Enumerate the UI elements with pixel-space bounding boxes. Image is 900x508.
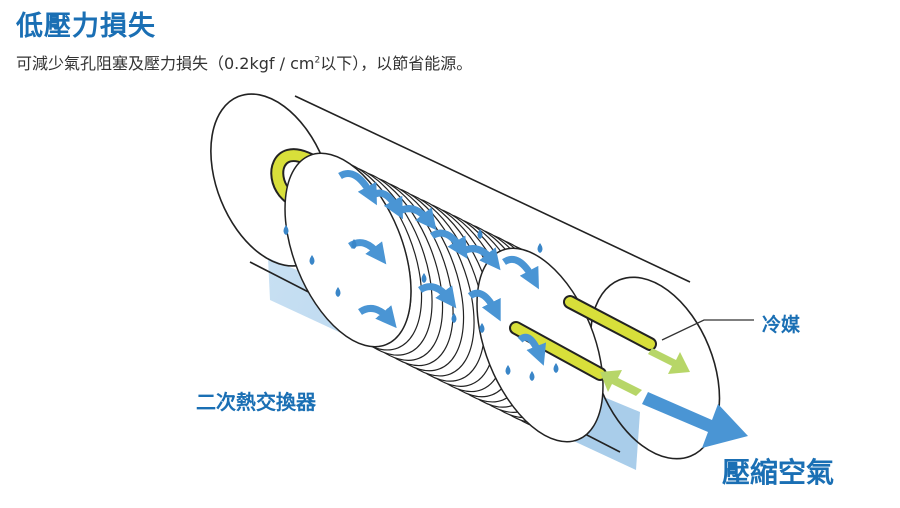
- water-droplet: [505, 365, 511, 375]
- water-droplet: [283, 225, 289, 235]
- air-swirl-arrow: [418, 283, 457, 309]
- page-title: 低壓力損失: [16, 11, 156, 42]
- water-droplet: [537, 243, 543, 253]
- heat-exchanger-label: 二次熱交換器: [196, 390, 317, 414]
- air-swirl-arrow: [358, 304, 397, 329]
- compressed-air-label: 壓縮空氣: [722, 456, 834, 489]
- water-droplet: [421, 273, 427, 283]
- refrigerant-leader-line: [661, 319, 754, 341]
- water-droplet: [479, 323, 485, 333]
- air-swirl-arrow: [369, 189, 404, 220]
- page-subtitle: 可減少氣孔阻塞及壓力損失（0.2kgf / cm2以下），以節省能源。: [16, 50, 472, 74]
- water-droplets: [283, 225, 559, 381]
- compressed-air-arrow: [642, 392, 748, 448]
- water-droplet: [335, 287, 341, 297]
- air-swirl-arrow: [430, 229, 468, 259]
- air-swirl-arrow: [460, 245, 501, 271]
- water-droplet: [553, 363, 559, 373]
- refrigerant-out-arrow: [600, 370, 642, 396]
- air-swirl-arrow: [502, 255, 539, 290]
- water-droplet: [529, 371, 535, 381]
- fin-front-plate: [284, 152, 412, 348]
- air-swirl-arrow: [338, 170, 377, 206]
- air-swirl-arrow: [396, 205, 437, 231]
- subtitle-main-text: 可減少氣孔阻塞及壓力損失（0.2kgf / cm: [16, 54, 315, 73]
- water-droplet: [309, 255, 315, 265]
- water-droplet: [477, 229, 483, 239]
- refrigerant-in-arrow: [648, 348, 690, 374]
- air-swirl-arrow: [467, 289, 501, 322]
- cylinder-top-edge: [294, 95, 691, 283]
- subtitle-end-text: 以下），以節省能源。: [320, 54, 473, 73]
- refrigerant-label: 冷媒: [762, 313, 801, 336]
- water-droplet: [451, 313, 457, 323]
- water-droplet: [351, 239, 357, 249]
- subtitle-superscript: 2: [314, 55, 321, 66]
- air-swirl-arrow: [517, 333, 547, 366]
- refrigerant-flow-arrows: [600, 348, 690, 396]
